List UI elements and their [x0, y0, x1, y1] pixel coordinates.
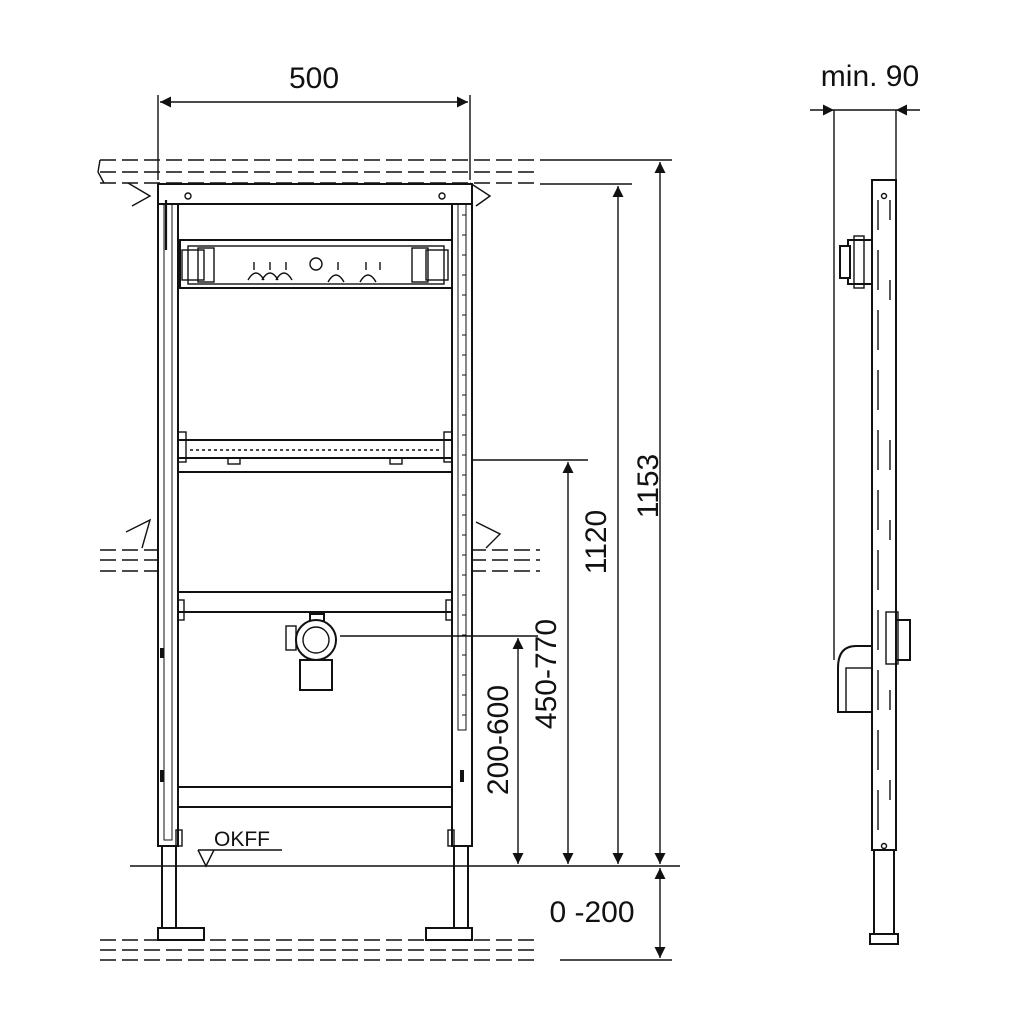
- width-dimension: 500: [289, 62, 339, 95]
- depth-dimension: min. 90: [821, 60, 919, 93]
- total-height-dimension: 1153: [632, 454, 665, 519]
- frame-front-view: [157, 183, 473, 941]
- frame-side-view: [833, 110, 911, 945]
- upper-connection-dimension: 450-770: [530, 619, 563, 729]
- floor-level-label: OKFF: [214, 828, 270, 851]
- floor-hatch: [100, 939, 540, 961]
- wall-mid-hatch-left: [100, 518, 160, 572]
- dimension-arrows: [160, 96, 920, 958]
- floor-level-marker: OKFF: [130, 828, 680, 868]
- frame-height-dimension: 1120: [580, 510, 613, 575]
- drain-outlet: [285, 613, 337, 691]
- connection-plate: [179, 239, 453, 289]
- wall-mid-hatch-right: [470, 521, 540, 572]
- drain-height-dimension: 200-600: [482, 685, 515, 795]
- extension-lines: [157, 95, 672, 961]
- floor-adjust-dimension: 0 -200: [549, 896, 634, 929]
